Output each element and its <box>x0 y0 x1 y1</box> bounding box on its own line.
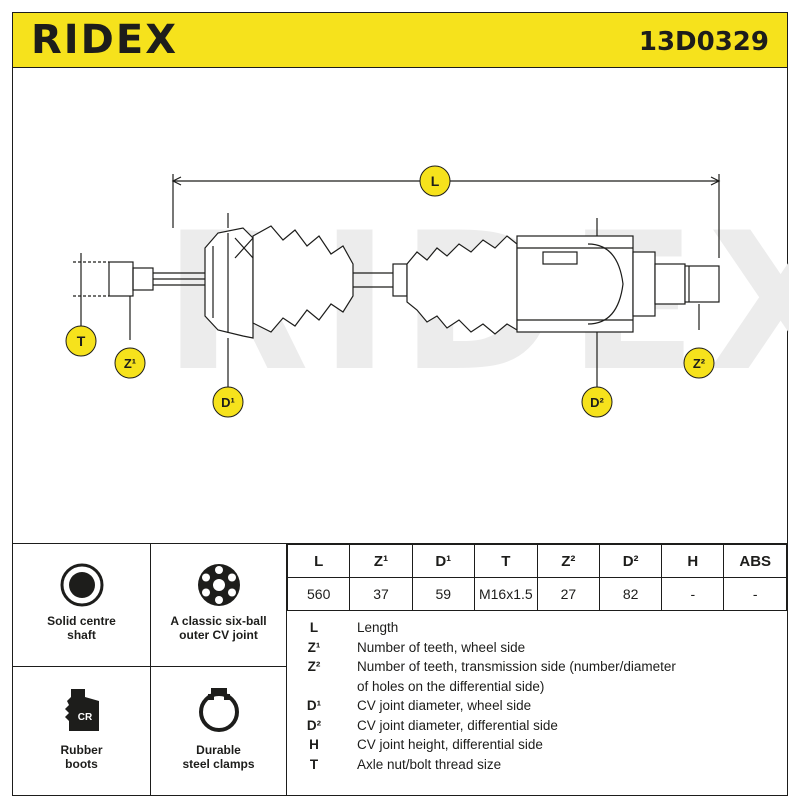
feature-label: Solid centre <box>47 614 116 628</box>
spec-value: 37 <box>349 577 413 611</box>
spec-header: Z¹ <box>349 544 413 578</box>
spec-table: L Z¹ D¹ T Z² D² H ABS 560 37 59 M16x1.5 … <box>286 544 787 611</box>
legend-text: Number of teeth, transmission side (numb… <box>357 659 676 674</box>
feature-steel-clamp: Durable steel clamps <box>151 667 287 795</box>
spec-header: D¹ <box>411 544 475 578</box>
legend-text: Number of teeth, wheel side <box>357 639 526 655</box>
brand-logo: RIDEX <box>31 17 179 63</box>
info-panel: Solid centre shaft A classic six-ball ou… <box>12 543 788 796</box>
legend-key: D² <box>306 717 322 733</box>
legend-text: CV joint diameter, differential side <box>357 717 558 733</box>
svg-text:T: T <box>77 333 86 349</box>
feature-label: Durable <box>196 743 241 757</box>
part-number: 13D0329 <box>638 27 769 57</box>
spec-header: T <box>473 544 538 578</box>
spec-value: M16x1.5 <box>473 577 538 611</box>
legend-text: Axle nut/bolt thread size <box>357 756 502 772</box>
drive-shaft-diagram: RIDEX <box>65 165 789 418</box>
legend-text: CV joint height, differential side <box>357 737 543 752</box>
spec-header: L <box>286 544 351 578</box>
steel-clamp-icon <box>199 688 239 732</box>
feature-rubber-boot: CR Rubber boots <box>13 667 151 795</box>
legend-text: of holes on the differential side) <box>357 678 545 694</box>
drive-shaft <box>73 174 721 388</box>
rubber-boot-icon: CR <box>65 689 99 731</box>
legend-key: T <box>309 756 319 772</box>
legend-text: CV joint diameter, wheel side <box>357 698 532 713</box>
label-Z1: Z¹ <box>114 347 146 379</box>
feature-solid-shaft: Solid centre shaft <box>13 544 151 667</box>
feature-label: steel clamps <box>182 757 255 771</box>
label-D2: D² <box>581 386 613 418</box>
spec-header-row: L Z¹ D¹ T Z² D² H ABS <box>286 544 787 578</box>
svg-text:L: L <box>431 173 440 189</box>
label-D1: D¹ <box>212 386 244 418</box>
svg-text:Z¹: Z¹ <box>124 356 136 371</box>
legend-key: D¹ <box>306 698 322 713</box>
spec-header: ABS <box>723 544 787 578</box>
spec-header: D² <box>598 544 663 578</box>
feature-label: shaft <box>67 628 96 642</box>
spec-value-row: 560 37 59 M16x1.5 27 82 - - <box>286 577 787 611</box>
spec-value: 560 <box>286 577 351 611</box>
spec-value: - <box>723 577 787 611</box>
technical-drawing: RIDEX <box>12 68 789 544</box>
feature-six-ball-joint: A classic six-ball outer CV joint <box>151 544 287 667</box>
label-Z2: Z² <box>683 347 715 379</box>
legend-key: L <box>309 620 319 635</box>
svg-text:CR: CR <box>78 712 93 723</box>
label-L: L <box>419 165 451 197</box>
solid-shaft-icon <box>60 563 104 607</box>
label-T: T <box>65 325 97 357</box>
legend-text: Length <box>357 620 399 635</box>
spec-header: H <box>661 544 725 578</box>
six-ball-joint-icon <box>198 564 240 606</box>
legend-key: Z² <box>307 659 321 674</box>
feature-label: Rubber <box>60 743 103 757</box>
spec-value: 59 <box>411 577 475 611</box>
legend-key: H <box>309 737 319 752</box>
feature-label: A classic six-ball <box>170 614 267 628</box>
spec-value: - <box>661 577 725 611</box>
legend-key: Z¹ <box>307 639 321 655</box>
svg-text:D²: D² <box>590 395 604 410</box>
svg-text:D¹: D¹ <box>221 395 235 410</box>
header-bar: RIDEX 13D0329 <box>12 12 788 68</box>
spec-value: 82 <box>598 577 663 611</box>
spec-header: Z² <box>536 544 600 578</box>
feature-label: boots <box>65 757 98 771</box>
feature-label: outer CV joint <box>179 628 258 642</box>
spec-value: 27 <box>536 577 600 611</box>
svg-text:Z²: Z² <box>693 356 706 371</box>
